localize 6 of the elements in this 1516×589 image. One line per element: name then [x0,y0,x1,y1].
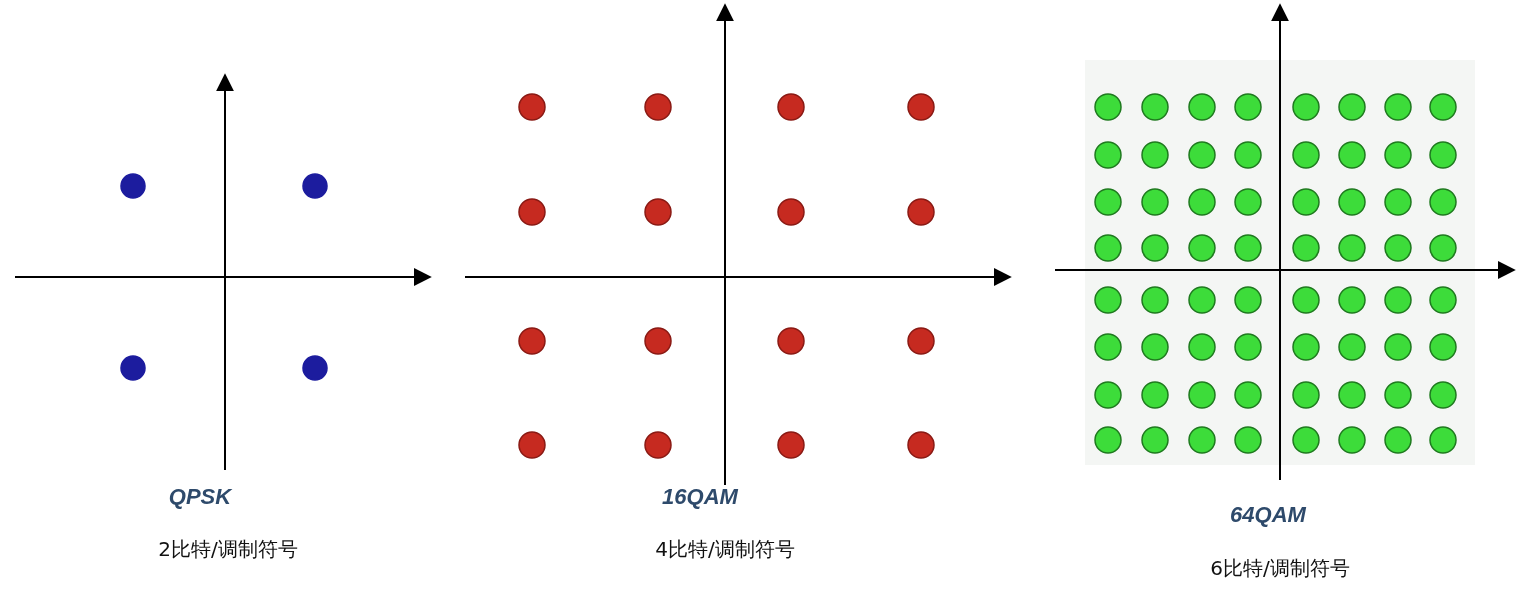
modulation-label: QPSK [168,484,232,510]
modulation-label: 64QAM [1230,502,1306,528]
modulation-label: 16QAM [662,484,738,510]
bits-per-symbol-label: 6比特/调制符号 [1210,555,1350,582]
bits-per-symbol-label: 4比特/调制符号 [655,536,795,563]
bits-per-symbol-label: 2比特/调制符号 [158,536,298,563]
